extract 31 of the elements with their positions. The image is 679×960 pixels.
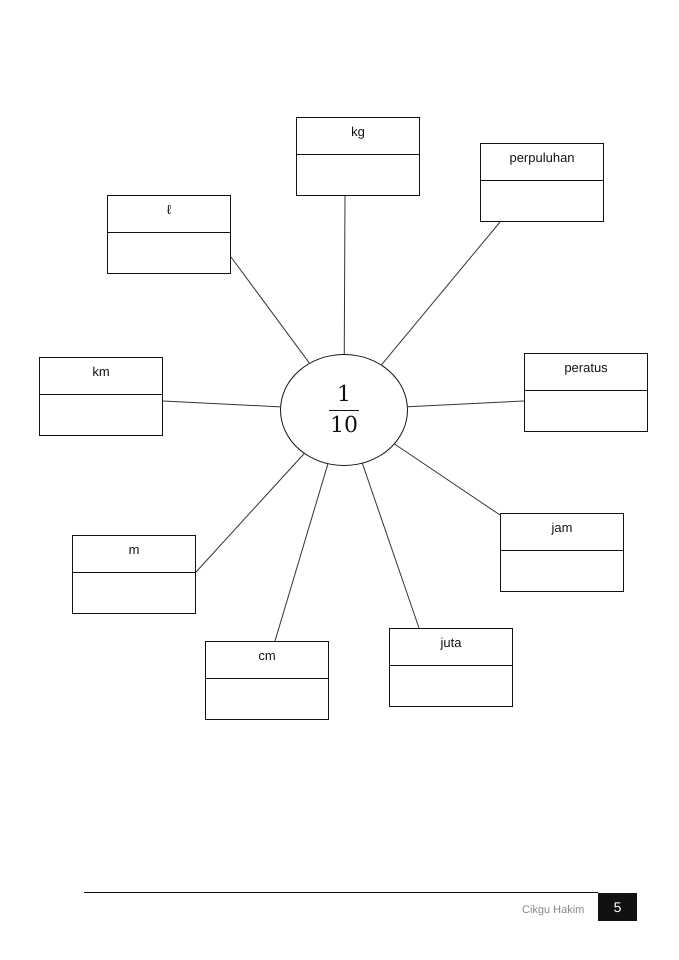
connector-line [230,256,310,364]
connector-line [344,196,346,354]
page-number: 5 [598,893,637,921]
answer-table [72,535,196,614]
answer-table [500,513,624,592]
unit-label: jam [552,520,572,536]
answer-table [480,143,604,222]
connector-line [162,400,281,408]
unit-label: peratus [564,360,608,376]
unit-label: ℓ [166,202,172,218]
connector-line [394,444,500,516]
unit-label: kg [351,124,365,140]
unit-label: cm [258,648,276,664]
unit-label: perpuluhan [509,150,575,166]
unit-label: juta [440,635,462,651]
unit-label: km [92,364,110,380]
denominator: 10 [330,412,358,438]
connector-line [274,464,328,642]
answer-table [524,353,648,432]
numerator: 1 [337,382,351,408]
connector-line [196,453,305,572]
author-name: Cikgu Hakim [522,904,584,916]
connector-line [381,222,500,366]
connector-line [407,400,524,408]
answer-table [107,195,231,274]
connector-line [362,463,420,628]
answer-table [389,628,513,707]
answer-table [205,641,329,720]
unit-label: m [128,542,140,558]
answer-table [39,357,163,436]
answer-table [296,117,420,196]
